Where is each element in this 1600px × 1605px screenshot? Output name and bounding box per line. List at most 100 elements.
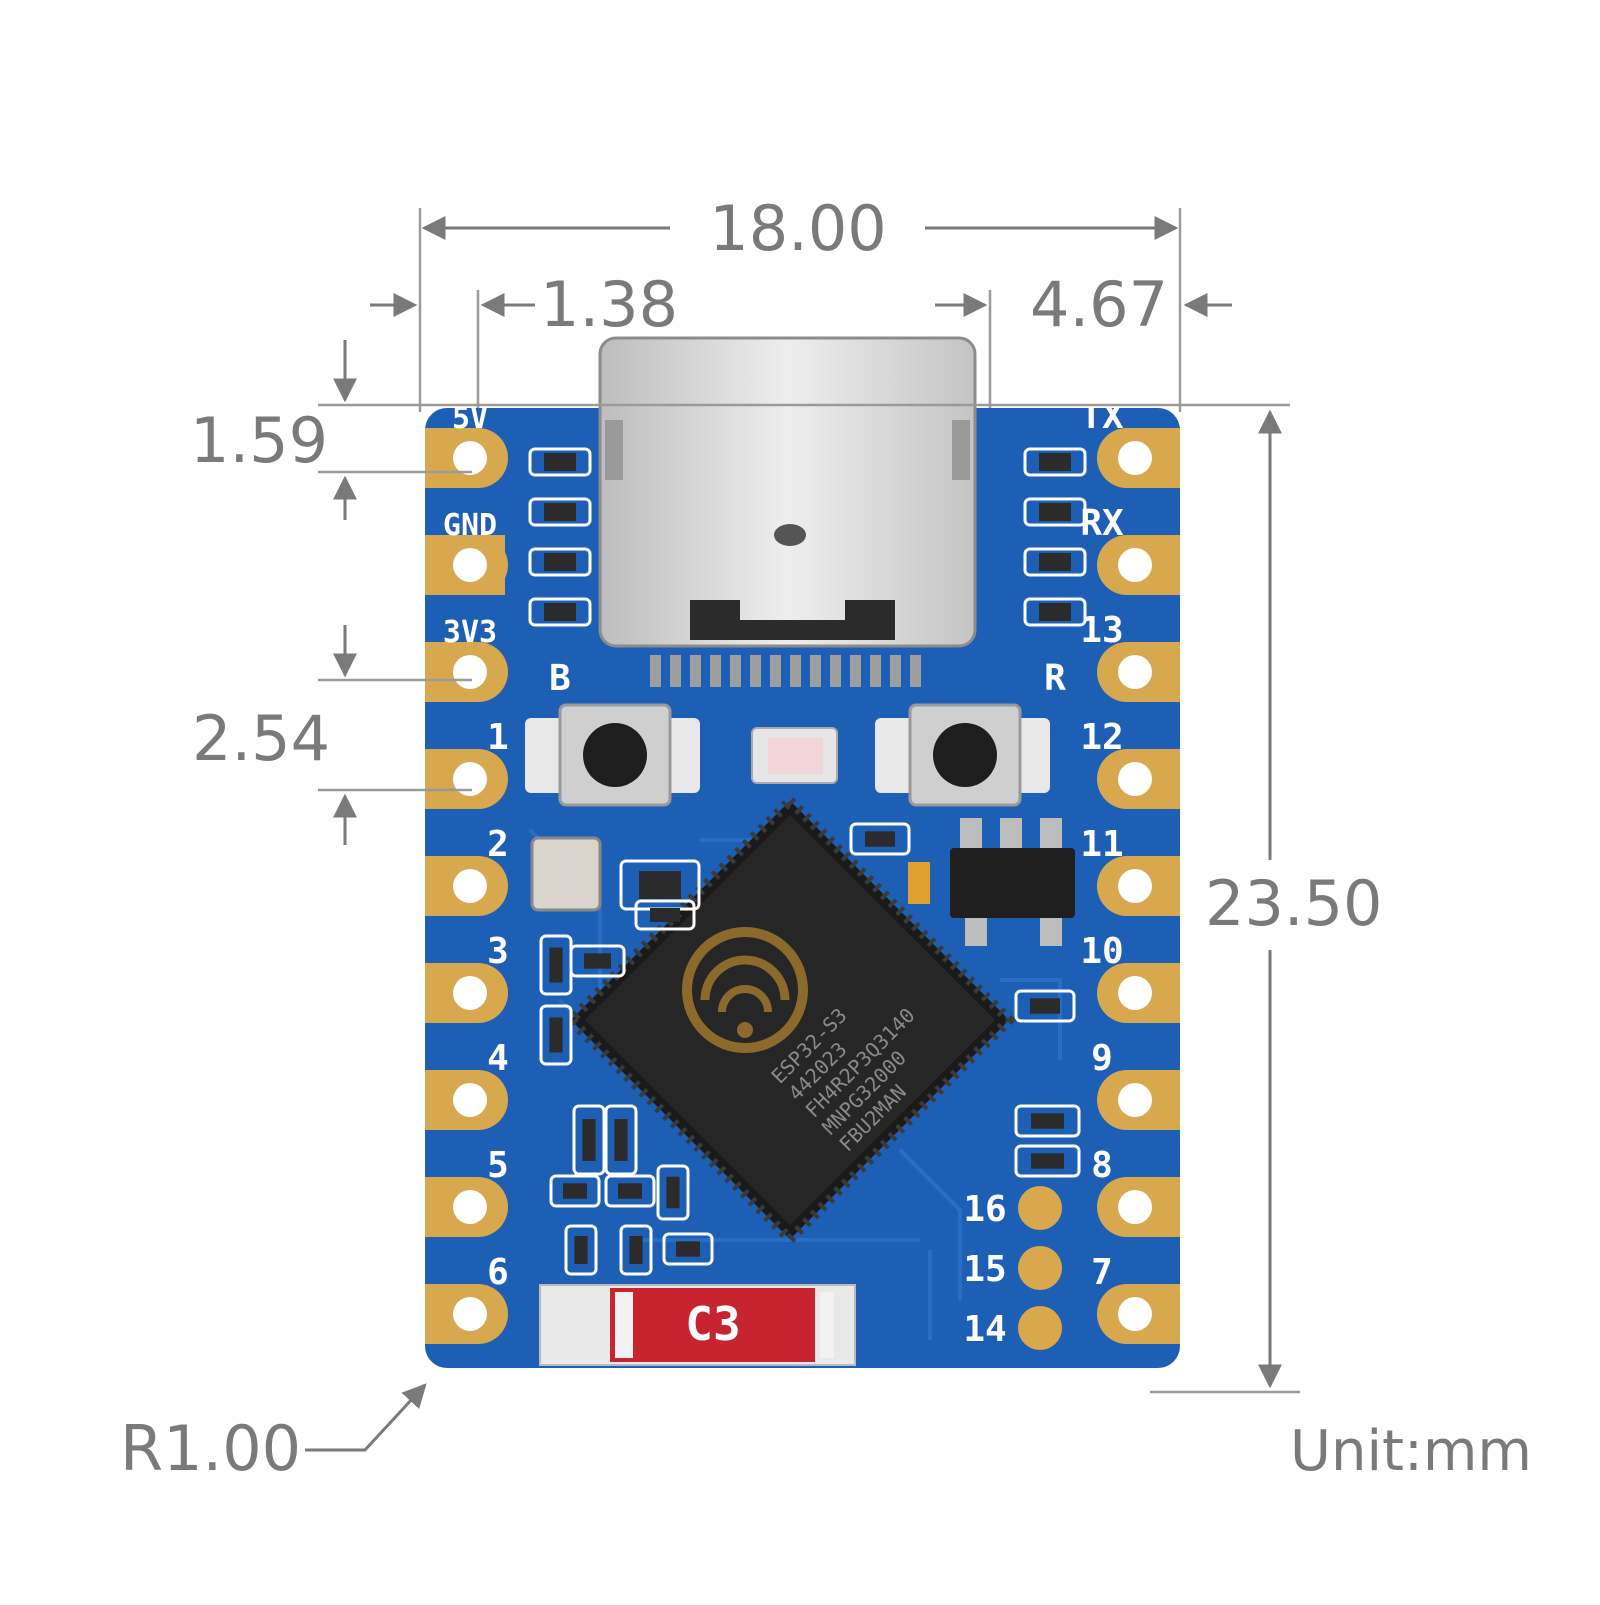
smd-footprint [662, 1232, 714, 1266]
right-header-pad [1097, 535, 1180, 595]
left-pin-label: GND [443, 508, 497, 543]
smd-component [666, 1176, 680, 1209]
smd-component [574, 1236, 588, 1264]
smd-component [865, 831, 895, 847]
left-header-pad [425, 1284, 508, 1344]
bottom-test-pad [1018, 1246, 1062, 1290]
usb-pin [650, 655, 661, 687]
boot-button-knob [583, 723, 647, 787]
smd-footprint [539, 1004, 573, 1066]
right-pin-label: 12 [1080, 717, 1123, 758]
right-pin-label: 10 [1080, 931, 1123, 972]
right-pin-label: TX [1080, 396, 1124, 437]
right-pin-label: 13 [1080, 610, 1123, 651]
smd-component [582, 1119, 596, 1161]
smd-component [618, 1183, 642, 1199]
usb-pin [730, 655, 741, 687]
right-header-pad [1097, 749, 1180, 809]
smd-footprint [1023, 497, 1087, 527]
reset-button [875, 703, 1050, 807]
smd-components-misc [539, 822, 1081, 1276]
usb-pin [870, 655, 881, 687]
right-pin-label: 9 [1091, 1038, 1113, 1079]
bottom-test-pads [1018, 1186, 1062, 1350]
left-header-pad [425, 1070, 508, 1130]
smd-component [629, 1236, 643, 1264]
smd-footprint [539, 934, 573, 996]
right-pin-label: 7 [1091, 1252, 1113, 1293]
smd-footprint [634, 899, 696, 931]
left-pin-label: 3V3 [443, 615, 497, 650]
width-dimension: 18.00 [709, 192, 887, 265]
smd-footprint [604, 1174, 656, 1208]
smd-footprint [1014, 1104, 1081, 1138]
smd-footprint [1023, 447, 1087, 477]
unit-label: Unit:mm [1290, 1419, 1532, 1484]
smd-component [614, 1119, 628, 1161]
smd-component [549, 1017, 563, 1053]
smd-component [639, 871, 681, 899]
reset-button-knob [933, 723, 997, 787]
usb-pin [710, 655, 721, 687]
usb-pin [910, 655, 921, 687]
smd-component [1031, 1113, 1064, 1129]
left-pin-label: 4 [487, 1038, 509, 1079]
smd-component [676, 1241, 700, 1257]
boot-button [525, 703, 700, 807]
bottom-test-pad [1018, 1306, 1062, 1350]
bottom-pad-labels: 16 15 14 [963, 1189, 1006, 1350]
smd-resistor [1039, 603, 1071, 621]
usb-c-connector [598, 336, 977, 687]
right-header-pad [1097, 1284, 1180, 1344]
left-offset-dimension: 1.38 [540, 268, 678, 341]
smd-footprint [1023, 547, 1087, 577]
smd-resistor [544, 553, 576, 571]
pitch-dimension: 2.54 [192, 702, 330, 775]
antenna-label: C3 [685, 1297, 740, 1351]
smd-component [549, 947, 563, 983]
bottom-pad-label: 16 [963, 1189, 1006, 1230]
dimension-arrows [305, 216, 1282, 1452]
smd-component [650, 908, 680, 922]
height-dimension: 23.50 [1205, 867, 1383, 940]
usb-pins [650, 655, 921, 687]
ceramic-antenna: C3 [539, 1284, 856, 1366]
smd-resistor [1039, 453, 1071, 471]
smd-footprint [549, 1174, 601, 1208]
left-header-pad [425, 963, 508, 1023]
smd-resistor [1039, 553, 1071, 571]
usb-pin [890, 655, 901, 687]
usb-pin [670, 655, 681, 687]
corner-radius-leader [305, 1383, 427, 1452]
right-header-pad [1097, 1177, 1180, 1237]
smd-component [584, 953, 611, 969]
smd-footprint [1014, 989, 1076, 1023]
bottom-pad-label: 15 [963, 1249, 1006, 1290]
usb-pin [830, 655, 841, 687]
usb-pin [770, 655, 781, 687]
right-header-pad [1097, 963, 1180, 1023]
right-offset-dimension: 4.67 [1030, 268, 1168, 341]
smd-resistor [1039, 503, 1071, 521]
right-pin-label: RX [1080, 503, 1124, 544]
extension-lines [318, 208, 1300, 1394]
top-offset-dimension: 1.59 [190, 404, 328, 477]
right-header-pad [1097, 856, 1180, 916]
smd-footprint [528, 547, 592, 577]
smd-component [1031, 1153, 1064, 1169]
left-header-pad [425, 428, 508, 488]
espressif-logo [682, 927, 808, 1053]
smd-footprint [849, 822, 911, 856]
bottom-pad-label: 14 [963, 1309, 1006, 1350]
smd-components-usb [528, 447, 1087, 627]
smd-component [563, 1183, 587, 1199]
smd-footprint [572, 1104, 606, 1176]
smd-footprint [604, 1104, 638, 1176]
usb-pin [690, 655, 701, 687]
boot-button-label: B [549, 658, 571, 699]
rgb-led [751, 727, 838, 784]
